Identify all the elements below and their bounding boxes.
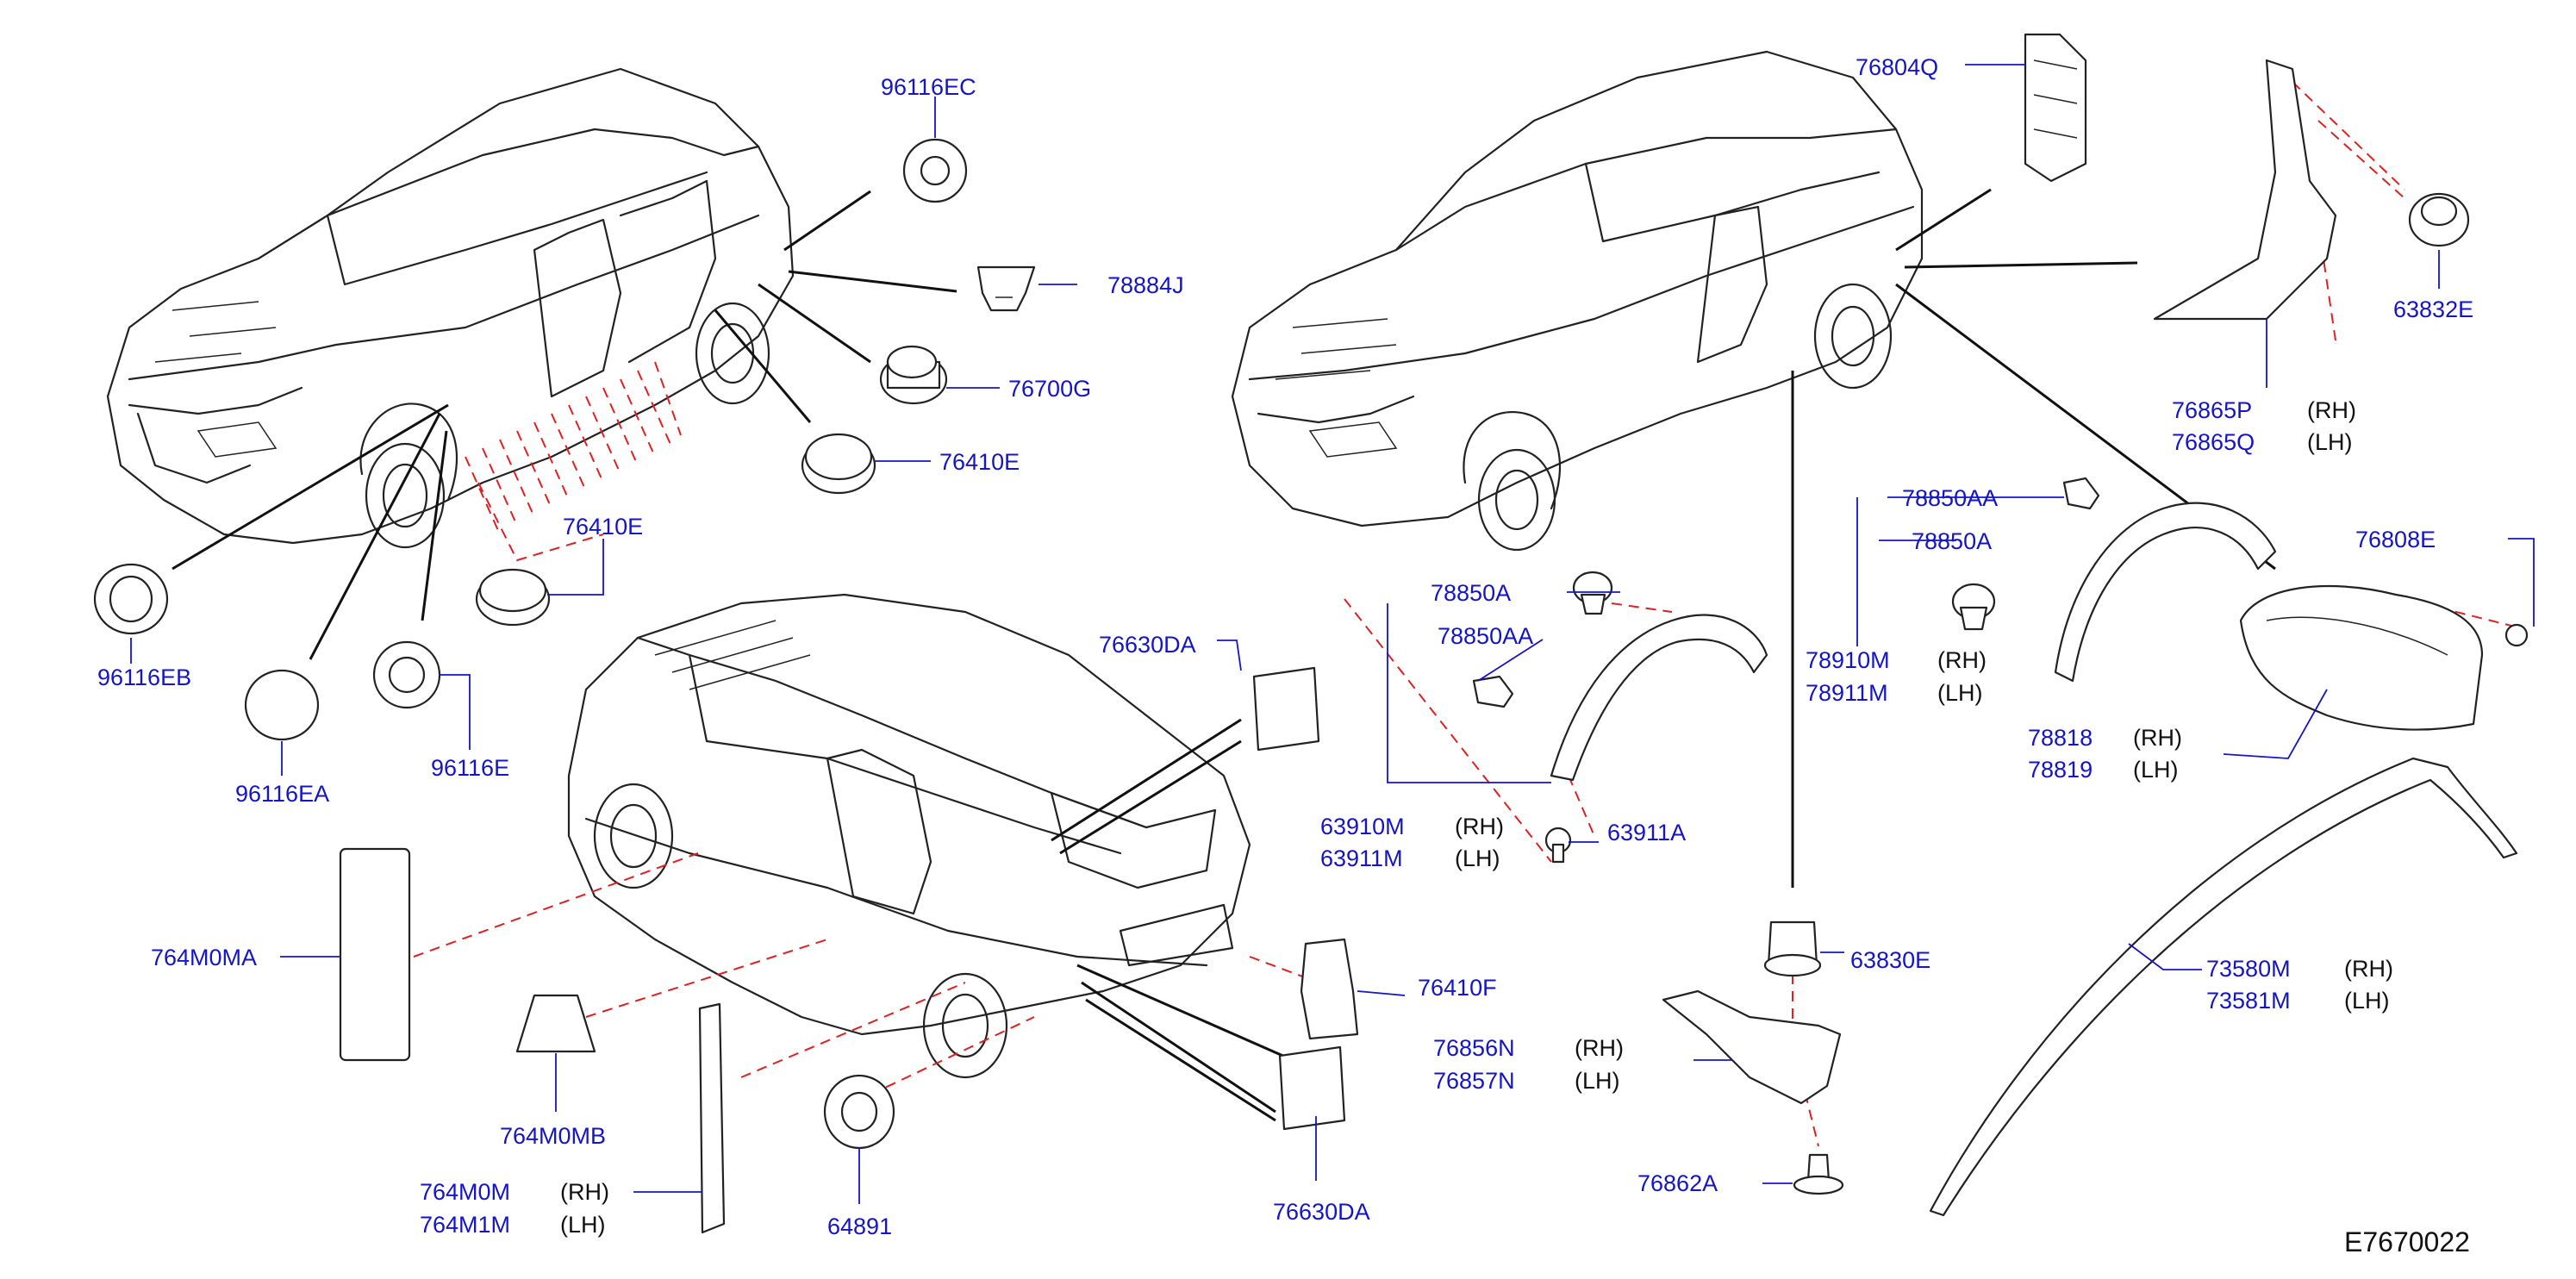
part-76410E-plug-b — [475, 568, 551, 627]
part-76808E-screw — [2504, 623, 2529, 647]
car-front-left-view — [106, 67, 795, 562]
part-63911A-screw — [1544, 827, 1572, 864]
part-78850AA-clip-right — [2062, 477, 2100, 510]
part-78850A-clip-left — [1572, 571, 1613, 615]
part-76410E-plug-a — [801, 433, 876, 495]
dashed-links — [413, 81, 2526, 1147]
label-78850AA-right: 78850AA — [1902, 485, 1998, 511]
side-63911M: (LH) — [1455, 845, 1500, 871]
label-63910M: 63910M — [1320, 814, 1405, 839]
part-78910M-arch-molding — [2054, 502, 2277, 683]
diagram-code: E7670022 — [2344, 1226, 2470, 1257]
side-764M1M: (LH) — [560, 1212, 606, 1238]
part-764M0M-strip — [698, 1002, 726, 1234]
side-76865P: (RH) — [2307, 397, 2356, 423]
part-96116EA-plug — [244, 669, 320, 741]
side-78910M: (RH) — [1937, 647, 1987, 673]
car-rear-view — [567, 593, 1251, 1079]
label-63832E: 63832E — [2393, 296, 2473, 322]
label-764M0M: 764M0M — [420, 1179, 510, 1205]
side-76857N: (LH) — [1575, 1068, 1620, 1094]
part-76410F-pad — [1300, 938, 1359, 1040]
label-78819: 78819 — [2028, 757, 2093, 783]
part-764M0MA-label — [339, 847, 411, 1062]
label-76862A: 76862A — [1637, 1170, 1718, 1196]
part-96116EC-grommet — [902, 138, 968, 203]
part-63832E-clip — [2408, 192, 2470, 247]
label-64891: 64891 — [827, 1213, 892, 1239]
side-78911M: (LH) — [1937, 680, 1983, 706]
side-764M0M: (RH) — [560, 1179, 609, 1205]
part-96116EB-grommet — [93, 563, 169, 635]
label-76630DA-a: 76630DA — [1099, 632, 1196, 658]
part-764M0MB-label — [515, 994, 596, 1053]
label-76410E-a: 76410E — [939, 449, 1020, 475]
label-96116EC: 96116EC — [881, 74, 976, 100]
label-63911A: 63911A — [1607, 820, 1686, 845]
part-78850A-clip-right — [1951, 583, 1996, 631]
label-76857N: 76857N — [1433, 1068, 1515, 1094]
label-76808E: 76808E — [2355, 527, 2436, 552]
part-78884J-clip — [976, 265, 1036, 312]
part-76630DA-pad-b — [1278, 1045, 1346, 1131]
side-76856N: (RH) — [1575, 1035, 1624, 1061]
part-96116E-grommet — [372, 640, 441, 709]
label-96116EB: 96116EB — [97, 664, 191, 690]
label-63830E: 63830E — [1850, 947, 1930, 973]
label-78850A-left: 78850A — [1431, 580, 1511, 606]
part-63910M-arch-molding — [1550, 614, 1768, 782]
part-76856N-bracket — [1662, 989, 1842, 1105]
part-64891-grommet — [823, 1074, 895, 1150]
label-78911M: 78911M — [1806, 680, 1888, 706]
label-96116E: 96116E — [431, 755, 509, 781]
label-764M0MB: 764M0MB — [500, 1123, 606, 1149]
label-78850A-right: 78850A — [1912, 528, 1992, 554]
label-76410E-b: 76410E — [563, 514, 643, 540]
label-78884J: 78884J — [1107, 272, 1184, 298]
label-76865Q: 76865Q — [2172, 429, 2255, 455]
label-73581M: 73581M — [2206, 988, 2291, 1014]
part-76630DA-pad-a — [1252, 666, 1320, 752]
part-63830E-clip — [1763, 920, 1822, 977]
label-63911M: 63911M — [1320, 845, 1403, 871]
label-76630DA-b: 76630DA — [1273, 1199, 1370, 1225]
part-78850AA-clip-left — [1472, 675, 1514, 708]
label-76410F: 76410F — [1418, 975, 1497, 1001]
side-73580M: (RH) — [2344, 956, 2393, 982]
part-76700G-clip — [879, 345, 948, 405]
label-76856N: 76856N — [1433, 1035, 1515, 1061]
label-96116EA: 96116EA — [235, 781, 329, 807]
label-764M0MA: 764M0MA — [151, 945, 257, 970]
car-front-right-view — [1231, 50, 1924, 552]
label-73580M: 73580M — [2206, 956, 2291, 982]
part-73580M-roof-molding — [1929, 757, 2518, 1217]
part-78818-liner — [2239, 584, 2484, 731]
label-78850AA-left: 78850AA — [1438, 623, 1533, 649]
part-76862A-bolt — [1793, 1153, 1844, 1195]
label-764M1M: 764M1M — [420, 1212, 510, 1238]
label-78910M: 78910M — [1806, 647, 1890, 673]
side-63910M: (RH) — [1455, 814, 1504, 839]
side-78819: (LH) — [2133, 757, 2179, 783]
side-73581M: (LH) — [2344, 988, 2390, 1014]
side-76865Q: (LH) — [2307, 429, 2353, 455]
part-76865P-mudguard — [2153, 59, 2337, 321]
side-78818: (RH) — [2133, 725, 2182, 751]
leader-lines — [130, 64, 2535, 1204]
label-76865P: 76865P — [2172, 397, 2252, 423]
label-76804Q: 76804Q — [1856, 54, 1938, 80]
label-76700G: 76700G — [1008, 376, 1091, 402]
label-78818: 78818 — [2028, 725, 2093, 751]
part-76804Q-bracket — [2024, 33, 2087, 183]
part-labels: 96116EC 78884J 76700G 76410E 76410E 9611… — [97, 54, 2473, 1257]
